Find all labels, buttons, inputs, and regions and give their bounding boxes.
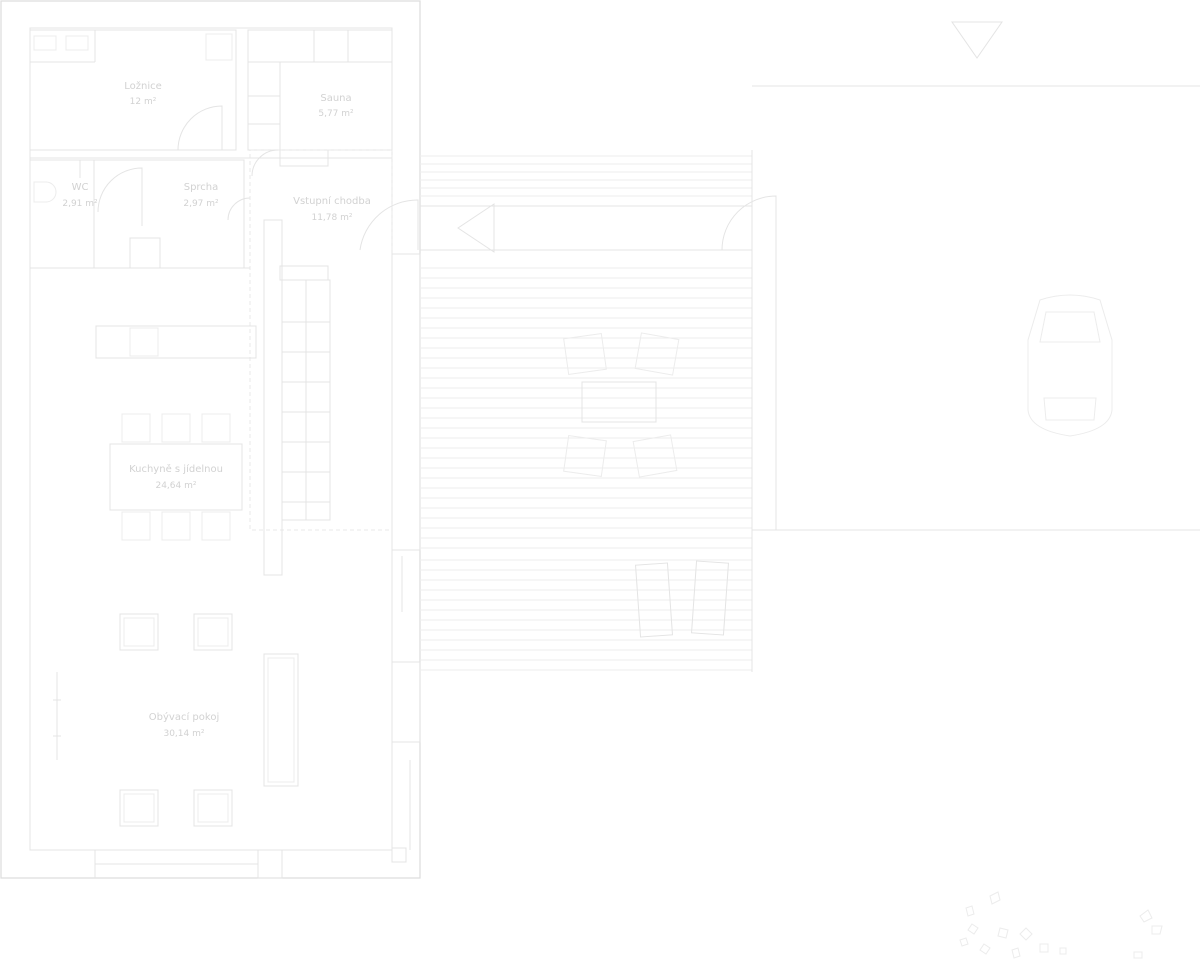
room-label: Obývací pokoj [149, 711, 219, 723]
entrance-arrow-icon [457, 203, 495, 253]
room-shower: Sprcha 2,97 m² [93, 159, 251, 269]
building-walls [0, 0, 421, 879]
room-area: 2,91 m² [62, 199, 98, 209]
terrace-deck [420, 155, 752, 671]
parking-area [721, 21, 1200, 531]
room-area: 5,77 m² [318, 109, 354, 119]
room-label: Sauna [320, 93, 351, 104]
room-area: 11,78 m² [311, 213, 352, 223]
room-living: Obývací pokoj 30,14 m² [53, 613, 299, 827]
room-label: Vstupní chodba [293, 195, 371, 207]
room-wc: WC 2,91 m² [29, 159, 98, 269]
north-arrow-icon [951, 21, 1003, 59]
room-area: 12 m² [130, 97, 157, 107]
room-label: Sprcha [184, 182, 219, 193]
room-label: Ložnice [124, 80, 162, 92]
room-area: 2,97 m² [183, 199, 219, 209]
room-sauna: Sauna 5,77 m² [247, 29, 393, 151]
room-area: 24,64 m² [155, 481, 196, 491]
room-area: 30,14 m² [163, 729, 204, 739]
garden-stones [959, 891, 1163, 959]
terrace-furniture [563, 332, 730, 638]
room-hall: Vstupní chodba 11,78 m² [249, 149, 419, 576]
room-label: Kuchyně s jídelnou [129, 463, 223, 475]
room-kitchen: Kuchyně s jídelnou 24,64 m² [30, 267, 331, 541]
room-label: WC [72, 182, 89, 193]
room-bedroom: Ložnice 12 m² [29, 29, 237, 151]
